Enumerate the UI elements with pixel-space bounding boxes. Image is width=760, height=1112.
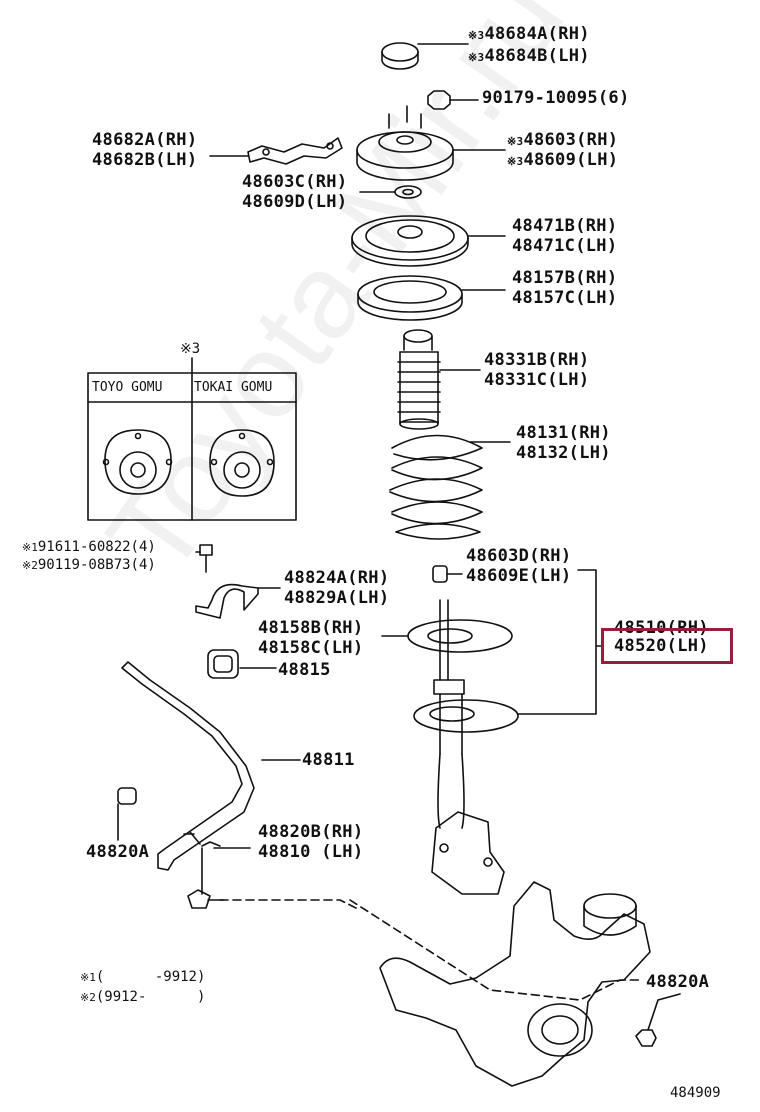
spring-insulator-drawing (357, 275, 506, 321)
label-91611: ※191611-60822(4) (22, 539, 156, 555)
label-90179: 90179-10095(6) (482, 88, 630, 108)
label-48603: ※348603(RH) (507, 130, 619, 150)
figure-number: 484909 (670, 1085, 721, 1101)
label-48157b: 48157B(RH) (512, 268, 618, 288)
label-48331b: 48331B(RH) (484, 350, 590, 370)
label-48609e: 48609E(LH) (466, 566, 572, 586)
label-48810: 48810 (LH) (258, 842, 364, 862)
link-bushing-left-drawing (117, 787, 137, 841)
label-48609d: 48609D(LH) (242, 192, 348, 212)
bushing-drawing (207, 649, 277, 679)
label-48829a: 48829A(LH) (284, 588, 390, 608)
label-90119: ※290119-08B73(4) (22, 557, 156, 573)
inset-mark: ※3 (180, 341, 201, 357)
inset-box-drawing (87, 357, 297, 521)
washer-drawing (359, 185, 422, 199)
label-48471c: 48471C(LH) (512, 236, 618, 256)
label-48471b: 48471B(RH) (512, 216, 618, 236)
steering-knuckle-drawing (219, 881, 651, 1087)
dust-cap-drawing (381, 42, 469, 70)
label-48158c: 48158C(LH) (258, 638, 364, 658)
shock-absorber-drawing (381, 565, 603, 895)
label-48603d: 48603D(RH) (466, 546, 572, 566)
nut-right-drawing (635, 993, 681, 1047)
label-48331c: 48331C(LH) (484, 370, 590, 390)
upper-support-drawing (356, 105, 506, 181)
stabilizer-bar-drawing (121, 661, 301, 871)
inset-header-tokai-gomu: TOKAI GOMU (194, 380, 273, 395)
label-48131: 48131(RH) (516, 423, 611, 443)
label-48520: 48520(LH) (614, 636, 709, 656)
label-48682b: 48682B(LH) (92, 150, 198, 170)
label-48815: 48815 (278, 660, 331, 680)
label-48820a-left: 48820A (86, 842, 150, 862)
label-48609: ※348609(LH) (507, 150, 619, 170)
coil-spring-drawing (389, 434, 511, 540)
label-48158b: 48158B(RH) (258, 618, 364, 638)
label-48132: 48132(LH) (516, 443, 611, 463)
highlight-box (601, 628, 733, 664)
label-48684a: ※348684A(RH) (468, 24, 590, 44)
stabilizer-bracket-drawing (195, 583, 281, 619)
upper-spring-seat-drawing (351, 215, 506, 267)
bracket-48682-drawing (209, 137, 343, 165)
label-48824a: 48824A(RH) (284, 568, 390, 588)
footnote-1: ※1( -9912) (80, 969, 206, 985)
label-48682a: 48682A(RH) (92, 130, 198, 150)
bump-stopper-drawing (397, 329, 481, 430)
bolt-drawing (195, 544, 213, 573)
stabilizer-link-drawing (183, 831, 251, 909)
nut-drawing (427, 90, 479, 110)
label-48811: 48811 (302, 750, 355, 770)
label-48820b: 48820B(RH) (258, 822, 364, 842)
label-48820a-right: 48820A (646, 972, 710, 992)
label-48157c: 48157C(LH) (512, 288, 618, 308)
label-48684b: ※348684B(LH) (468, 46, 590, 66)
footnote-2: ※2(9912- ) (80, 989, 206, 1005)
inset-header-toyo-gomu: TOYO GOMU (92, 380, 163, 395)
label-48603c: 48603C(RH) (242, 172, 348, 192)
